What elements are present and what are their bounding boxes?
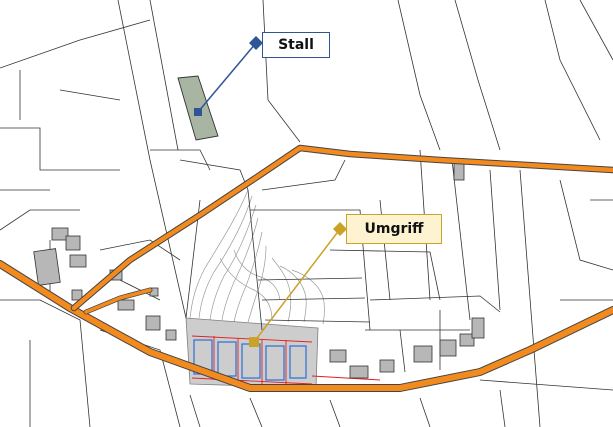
road [0, 144, 613, 392]
contour-lines [189, 189, 325, 325]
umgriff-label: Umgriff [346, 214, 442, 244]
diamond-icon [249, 36, 263, 50]
umgriff-marker [249, 222, 347, 347]
buildings [33, 161, 485, 379]
diamond-icon [333, 222, 347, 236]
stall-label: Stall [262, 32, 330, 58]
stall-marker [194, 36, 263, 116]
